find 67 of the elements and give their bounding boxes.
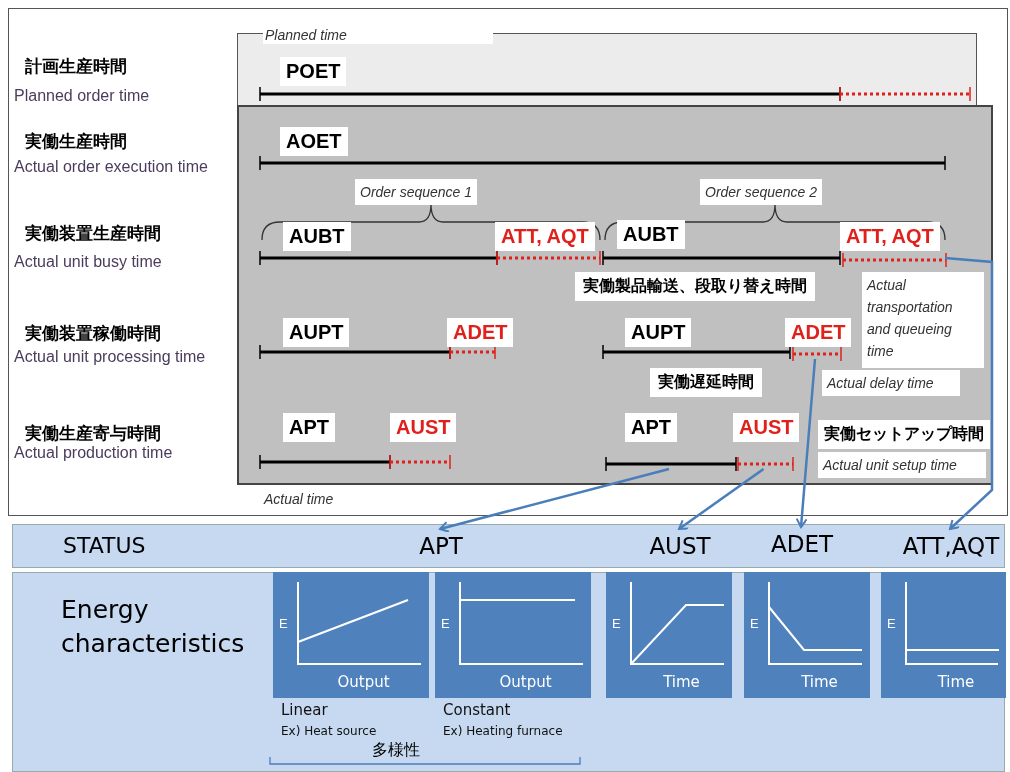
axis-label: E [750,616,759,631]
band-heading: STATUS [63,533,146,558]
time-tag: AUPT [283,318,350,347]
status-label: ATT,AQT [896,530,1006,562]
row-subheading: Actual order execution time [14,157,209,177]
axis-label: Time [662,673,701,691]
panel-heading: Actual time [264,491,334,507]
dotted-time-bar [842,253,947,267]
time-tag: ATT, AQT [495,222,595,251]
time-tag: AUBT [283,222,351,251]
row-subheading: Actual unit busy time [14,252,163,272]
sequence-label: Order sequence 1 [355,179,478,205]
callout-text: Actual transportation and queueing time [862,272,984,368]
status-band [12,524,1005,568]
panel-heading: Planned time [263,26,493,44]
status-label: ADET [769,528,835,560]
axis-label: Output [498,673,553,691]
axis-label: E [887,616,896,631]
callout-text: 実働製品輸送、段取り替え時間 [575,272,815,301]
time-tag: ATT, AQT [840,222,940,251]
example-note: Ex) Heating furnace [443,724,563,738]
energy-chart-card [744,572,870,698]
axis-label: E [612,616,621,631]
time-bar [605,457,737,471]
time-tag: ADET [785,318,852,347]
row-subheading: Actual production time [14,443,174,463]
energy-chart-card [881,572,1006,698]
chart-caption: Linear [281,701,328,719]
axis-label: Output [336,673,391,691]
time-tag: AUST [733,413,800,442]
axis-label: E [279,616,288,631]
axis-label: E [441,616,450,631]
chart-caption: Constant [443,701,511,719]
sequence-label: Order sequence 2 [700,179,823,205]
energy-chart-card [606,572,732,698]
callout-text: Actual unit setup time [818,452,986,478]
row-heading: 実働装置稼働時間 [25,322,161,345]
row-subheading: Planned order time [14,86,151,106]
row-heading: 実働生産時間 [25,130,127,153]
time-tag: AUST [390,413,457,442]
status-label: AUST [647,530,713,562]
axis-label: Time [800,673,839,691]
callout-text: Actual delay time [822,370,960,396]
callout-text: 実働遅延時間 [650,368,762,397]
time-tag: APT [283,413,335,442]
axis-label: Time [936,673,976,691]
status-label: APT [413,530,469,562]
arrow [795,358,817,528]
row-heading: 計画生産時間 [25,55,127,78]
dotted-time-bar [792,347,842,361]
callout-text: 実働セットアップ時間 [818,420,990,449]
energy-band [12,572,1005,772]
time-tag: APT [625,413,677,442]
band-heading: Energy characteristics [61,594,246,660]
arrow [944,256,994,530]
time-tag: AUBT [617,220,685,249]
example-note: Ex) Heat source [281,724,377,738]
time-tag: ADET [447,318,514,347]
bracket-label: 多様性 [372,740,420,761]
dotted-time-bar [737,457,794,471]
time-tag: AOET [280,127,348,156]
time-tag: AUPT [625,318,692,347]
arrow [678,468,765,530]
row-heading: 実働生産寄与時間 [25,422,161,445]
time-tag: POET [280,57,347,86]
row-subheading: Actual unit processing time [14,347,207,367]
row-heading: 実働装置生産時間 [25,222,161,245]
